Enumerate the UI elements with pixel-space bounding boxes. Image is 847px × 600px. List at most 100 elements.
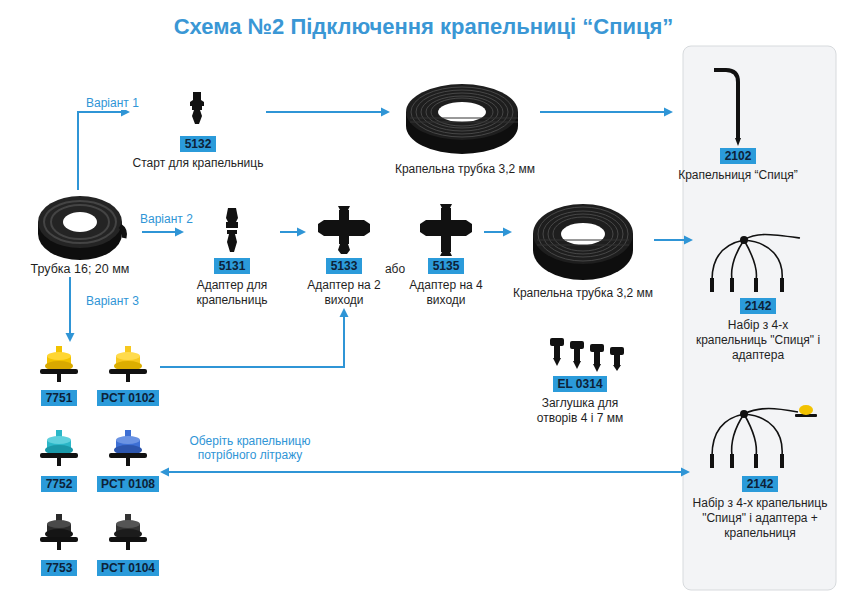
arrow-head	[297, 228, 306, 237]
product-name: Заглушка для отворів 4 і 7 мм	[520, 396, 640, 426]
connector	[540, 108, 673, 117]
connector-line	[160, 316, 344, 367]
tee-adapter-part	[338, 244, 350, 254]
dripper-set-part-part	[754, 278, 758, 292]
hole-plugs-part	[574, 349, 580, 361]
product-item: Крапельна трубка 3,2 мм	[512, 196, 654, 301]
dripper	[109, 346, 147, 382]
drip-tube-coil-part	[548, 214, 618, 254]
product-item: PCT 0108	[96, 426, 160, 496]
hole-plugs-part	[593, 364, 601, 372]
product-name: Адаптер на 4 виходи	[408, 278, 484, 308]
dripper-set-part-part	[780, 278, 784, 292]
pipe-coil-part	[44, 201, 116, 243]
tee-adapter	[318, 206, 370, 254]
connector	[160, 468, 690, 477]
dripper-part	[40, 369, 78, 374]
drip-tube-coil	[533, 204, 633, 280]
dripper-set-part-part	[732, 240, 744, 280]
dripper-part	[57, 542, 61, 550]
drip-tube-coil-part	[533, 204, 633, 264]
code-badge: 5133	[326, 258, 362, 274]
product-item: 7753	[36, 510, 82, 580]
product-name: Набір з 4-х крапельниць "Спиця" і адапте…	[693, 318, 823, 363]
dripper-set-part-part	[744, 235, 800, 241]
dripper-set-part	[799, 405, 813, 415]
product-item: 5133Адаптер на 2 виходи	[306, 204, 382, 308]
code-badge: 5131	[214, 258, 250, 274]
right-panel	[683, 46, 836, 590]
dripper-set-part-part	[744, 240, 782, 280]
hole-plugs-part	[594, 352, 600, 364]
cross-adapter	[420, 204, 472, 256]
dripper-stake-part	[735, 138, 741, 146]
dripper-part	[109, 537, 147, 542]
hole-plugs-part	[553, 358, 561, 366]
dripper-part	[109, 453, 147, 458]
dripper-set-part-part	[754, 454, 758, 468]
product-item: Крапельна трубка 3,2 мм	[390, 80, 540, 177]
product-name: Адаптер на 2 виходи	[306, 278, 382, 308]
product-item: 5131Адаптер для крапельниць	[184, 204, 280, 308]
code-badge: 7752	[41, 476, 77, 492]
dripper-part	[109, 369, 147, 374]
dripper-set-part-part	[744, 409, 798, 415]
dripper-part	[126, 374, 130, 382]
connector-line	[142, 231, 176, 233]
cross-adapter-part	[440, 204, 452, 256]
dripper-part	[116, 352, 140, 360]
drip-tube-coil	[406, 84, 518, 154]
code-badge: PCT 0104	[97, 560, 159, 576]
product-item: 2102Крапельниця “Спиця”	[673, 56, 803, 183]
dripper-set-part	[712, 235, 800, 281]
drip-tube-coil-part	[543, 211, 623, 257]
connector-line	[654, 239, 685, 241]
product-name: Старт для крапельниць	[130, 156, 266, 171]
dripper-part	[126, 458, 130, 466]
hole-plugs-part	[550, 338, 564, 346]
hole-plugs-part	[570, 341, 584, 349]
arrow-head	[381, 108, 390, 117]
product-name: Адаптер для крапельниць	[184, 278, 280, 308]
product-name: Крапельна трубка 3,2 мм	[390, 162, 540, 177]
edge-label: Варіант 3	[84, 294, 141, 308]
connector	[160, 308, 349, 367]
product-item: 2142Набір з 4-х крапельниць "Спиця" і ад…	[690, 400, 830, 541]
dripper-part	[57, 374, 61, 382]
dripper-set-part-part	[744, 240, 756, 280]
code-badge: 2142	[740, 298, 776, 314]
connector-line	[168, 471, 682, 473]
product-item: PCT 0104	[96, 510, 160, 580]
adapter-part	[226, 208, 238, 252]
dripper-part	[126, 542, 130, 550]
drip-tube-coil-part	[538, 207, 628, 261]
dripper-part	[57, 458, 61, 466]
code-badge: EL 0314	[553, 376, 606, 392]
code-badge: PCT 0108	[97, 476, 159, 492]
dripper-part	[47, 352, 71, 360]
dripper-set-part-part	[744, 414, 782, 456]
dripper-set-part-part	[744, 414, 756, 456]
product-name: Крапельниця “Спиця”	[673, 168, 803, 183]
dripper-part	[116, 436, 140, 444]
code-badge: 2142	[742, 476, 778, 492]
connector-line	[266, 111, 382, 113]
dripper-part	[47, 436, 71, 444]
drip-tube-coil-part	[426, 96, 498, 128]
drip-tube-coil-part	[537, 240, 629, 245]
arrow-head	[503, 228, 512, 237]
product-item: 5132Старт для крапельниць	[130, 88, 266, 171]
cross-adapter-part	[441, 208, 451, 252]
dripper-set-part-part	[710, 454, 714, 468]
connector	[484, 228, 512, 237]
product-item: 2142Набір з 4-х крапельниць "Спиця" і ад…	[693, 226, 823, 363]
connector	[78, 108, 130, 191]
hole-plugs-part	[554, 346, 560, 358]
pipe-coil	[38, 196, 125, 260]
start-connector	[190, 92, 204, 124]
code-badge: 7751	[41, 390, 77, 406]
product-item: EL 0314Заглушка для отворів 4 і 7 мм	[520, 332, 640, 426]
drip-tube-coil-part	[416, 90, 508, 134]
hole-plugs-part	[613, 365, 621, 371]
